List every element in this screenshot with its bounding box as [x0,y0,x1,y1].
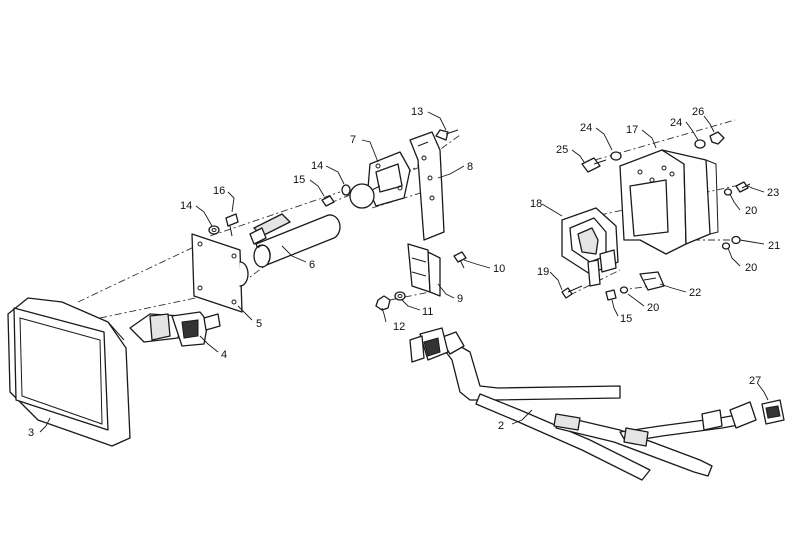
callout-12: 12 [393,321,405,333]
callout-14: 14 [180,200,192,212]
nut-15-mid [321,195,335,207]
callout-19: 19 [537,266,549,278]
callout-20: 20 [745,205,757,217]
callout-25: 25 [556,144,568,156]
display-connector [129,311,221,347]
tall-bracket [409,131,445,241]
wiring-harness [409,327,757,481]
harness-connector-27 [761,399,785,425]
washer-14-mid [341,184,351,196]
cable-clip-22 [639,271,665,291]
callout-9: 9 [457,293,463,305]
callout-24: 24 [670,117,682,129]
fasteners-right [581,131,751,301]
callout-5: 5 [256,318,262,330]
callout-11: 11 [422,306,433,318]
callout-6: 6 [309,259,315,271]
callout-16: 16 [213,185,225,197]
callout-13: 13 [411,106,423,118]
callout-22: 22 [689,287,701,299]
callout-24: 24 [580,122,592,134]
clamp-arm [249,213,341,268]
screw-10 [453,251,467,269]
washer-14-left [208,225,220,235]
callout-15: 15 [620,313,632,325]
display-monitor [7,297,131,447]
callout-4: 4 [221,349,227,361]
bolt-13 [435,129,459,141]
leader-lines [39,111,769,433]
callout-18: 18 [530,198,542,210]
callout-26: 26 [692,106,704,118]
screw-16 [225,213,239,237]
ball-mount [349,151,411,209]
u-bracket [619,149,719,255]
mounting-plate [191,233,249,313]
callout-15: 15 [293,174,305,186]
callout-7: 7 [350,134,356,146]
callout-20: 20 [745,262,757,274]
nut-12 [375,295,391,311]
callout-27: 27 [749,375,761,387]
small-bracket [407,243,441,297]
callout-17: 17 [626,124,638,136]
washer-11 [394,291,406,301]
callout-8: 8 [467,161,473,173]
callout-20: 20 [647,302,659,314]
callout-10: 10 [493,263,505,275]
bolt-19 [561,285,583,299]
callout-23: 23 [767,187,779,199]
callout-3: 3 [28,427,34,439]
callout-21: 21 [768,240,780,252]
callout-14: 14 [311,160,323,172]
callout-labels: 13 7 8 14 15 16 14 6 10 9 11 12 5 4 3 2 … [28,106,780,439]
callout-2: 2 [498,420,504,432]
hinge-clamp [561,207,619,287]
